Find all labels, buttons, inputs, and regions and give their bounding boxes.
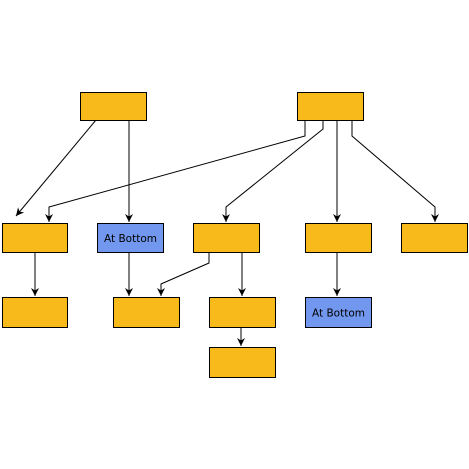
node-n4: At Bottom xyxy=(97,223,164,253)
node-box xyxy=(97,223,164,253)
edge-n2-n5 xyxy=(222,120,324,222)
node-n2 xyxy=(297,92,364,121)
node-box xyxy=(193,223,260,253)
node-box xyxy=(113,297,180,328)
node-n10 xyxy=(209,297,276,328)
edges-layer xyxy=(15,119,439,346)
node-box xyxy=(2,297,68,328)
node-n11: At Bottom xyxy=(305,297,372,328)
node-n3 xyxy=(2,223,68,253)
node-label: At Bottom xyxy=(104,233,157,245)
node-box xyxy=(2,223,68,253)
node-n12 xyxy=(209,347,276,378)
node-box xyxy=(297,92,364,121)
node-n5 xyxy=(193,223,260,253)
node-label: At Bottom xyxy=(312,308,365,320)
node-n8 xyxy=(2,297,68,328)
edge-n1-n3 xyxy=(15,119,97,217)
node-n9 xyxy=(113,297,180,328)
node-box xyxy=(209,297,276,328)
node-n7 xyxy=(401,223,468,253)
node-box xyxy=(305,297,372,328)
edge-n2-n7 xyxy=(351,120,439,222)
node-box xyxy=(209,347,276,378)
edge-n5-n9 xyxy=(157,252,210,296)
node-n6 xyxy=(305,223,372,253)
nodes-layer: At Bottom At Bottom xyxy=(2,92,468,378)
edge-n2-n3 xyxy=(45,120,306,222)
node-n1 xyxy=(80,92,147,121)
node-box xyxy=(80,92,147,121)
node-box xyxy=(401,223,468,253)
node-box xyxy=(305,223,372,253)
